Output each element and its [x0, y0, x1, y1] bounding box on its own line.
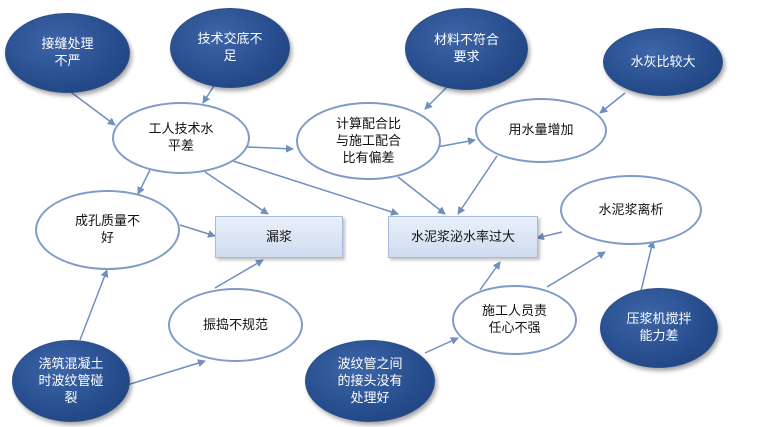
node-loujiang: 漏浆: [215, 216, 343, 258]
node-chengkong: 成孔质量不 好: [35, 190, 180, 270]
arrow-bowenguan-to-shigong: [424, 337, 459, 354]
node-jisuan: 计算配合比 与施工配合 比有偏差: [296, 102, 441, 180]
node-gongren: 工人技术水 平差: [112, 102, 250, 174]
node-cailiao: 材料不符合 要求: [405, 8, 528, 90]
arrow-lixi-to-bishui: [536, 231, 563, 241]
node-yongshuiliang: 用水量增加: [475, 98, 607, 163]
arrow-shuihuibi-to-yongshuiliang: [599, 92, 626, 114]
arrow-shigong-to-lixi: [546, 251, 606, 288]
arrow-jisuan-to-bishui: [397, 176, 446, 215]
arrow-gongren-to-loujiang: [204, 171, 269, 215]
node-jishu-jiaodi: 技术交底不 足: [170, 8, 290, 88]
node-shuihuibi: 水灰比较大: [603, 28, 723, 96]
node-bishui: 水泥浆泌水率过大: [388, 216, 538, 258]
arrow-jiefeng-to-gongren: [67, 89, 116, 126]
arrow-jiaozhu-to-zhendao: [126, 359, 206, 386]
node-bowenguan: 波纹管之间 的接头没有 处理好: [305, 340, 435, 422]
arrow-gongren-to-jisuan: [246, 144, 294, 153]
node-shigong-renyuan: 施工人员责 任心不强: [452, 285, 577, 355]
arrow-cailiao-to-jisuan: [424, 85, 449, 110]
node-jiefeng: 接缝处理 不严: [5, 13, 130, 93]
arrow-zhendao-to-loujiang: [214, 259, 264, 289]
arrow-yajiangji-to-lixi: [639, 240, 656, 296]
arrow-yongshuiliang-to-bishui: [457, 155, 498, 215]
arrow-gongren-to-chengkong: [137, 169, 151, 195]
node-zhendao: 振捣不规范: [168, 288, 303, 362]
node-jiaozhu: 浇筑混凝土 时波纹管碰 裂: [12, 340, 130, 422]
arrow-jishu-to-gongren: [202, 83, 216, 104]
arrow-gongren-to-bishui: [229, 159, 399, 216]
arrow-jiaozhu-to-chengkong: [79, 269, 109, 341]
node-lixi: 水泥浆离析: [560, 175, 702, 245]
arrow-jisuan-to-yongshuiliang: [436, 137, 476, 148]
arrow-shigong-to-bishui: [479, 261, 501, 291]
arrow-chengkong-to-loujiang: [179, 224, 216, 238]
node-yajiangji: 压浆机搅拌 能力差: [600, 288, 718, 368]
